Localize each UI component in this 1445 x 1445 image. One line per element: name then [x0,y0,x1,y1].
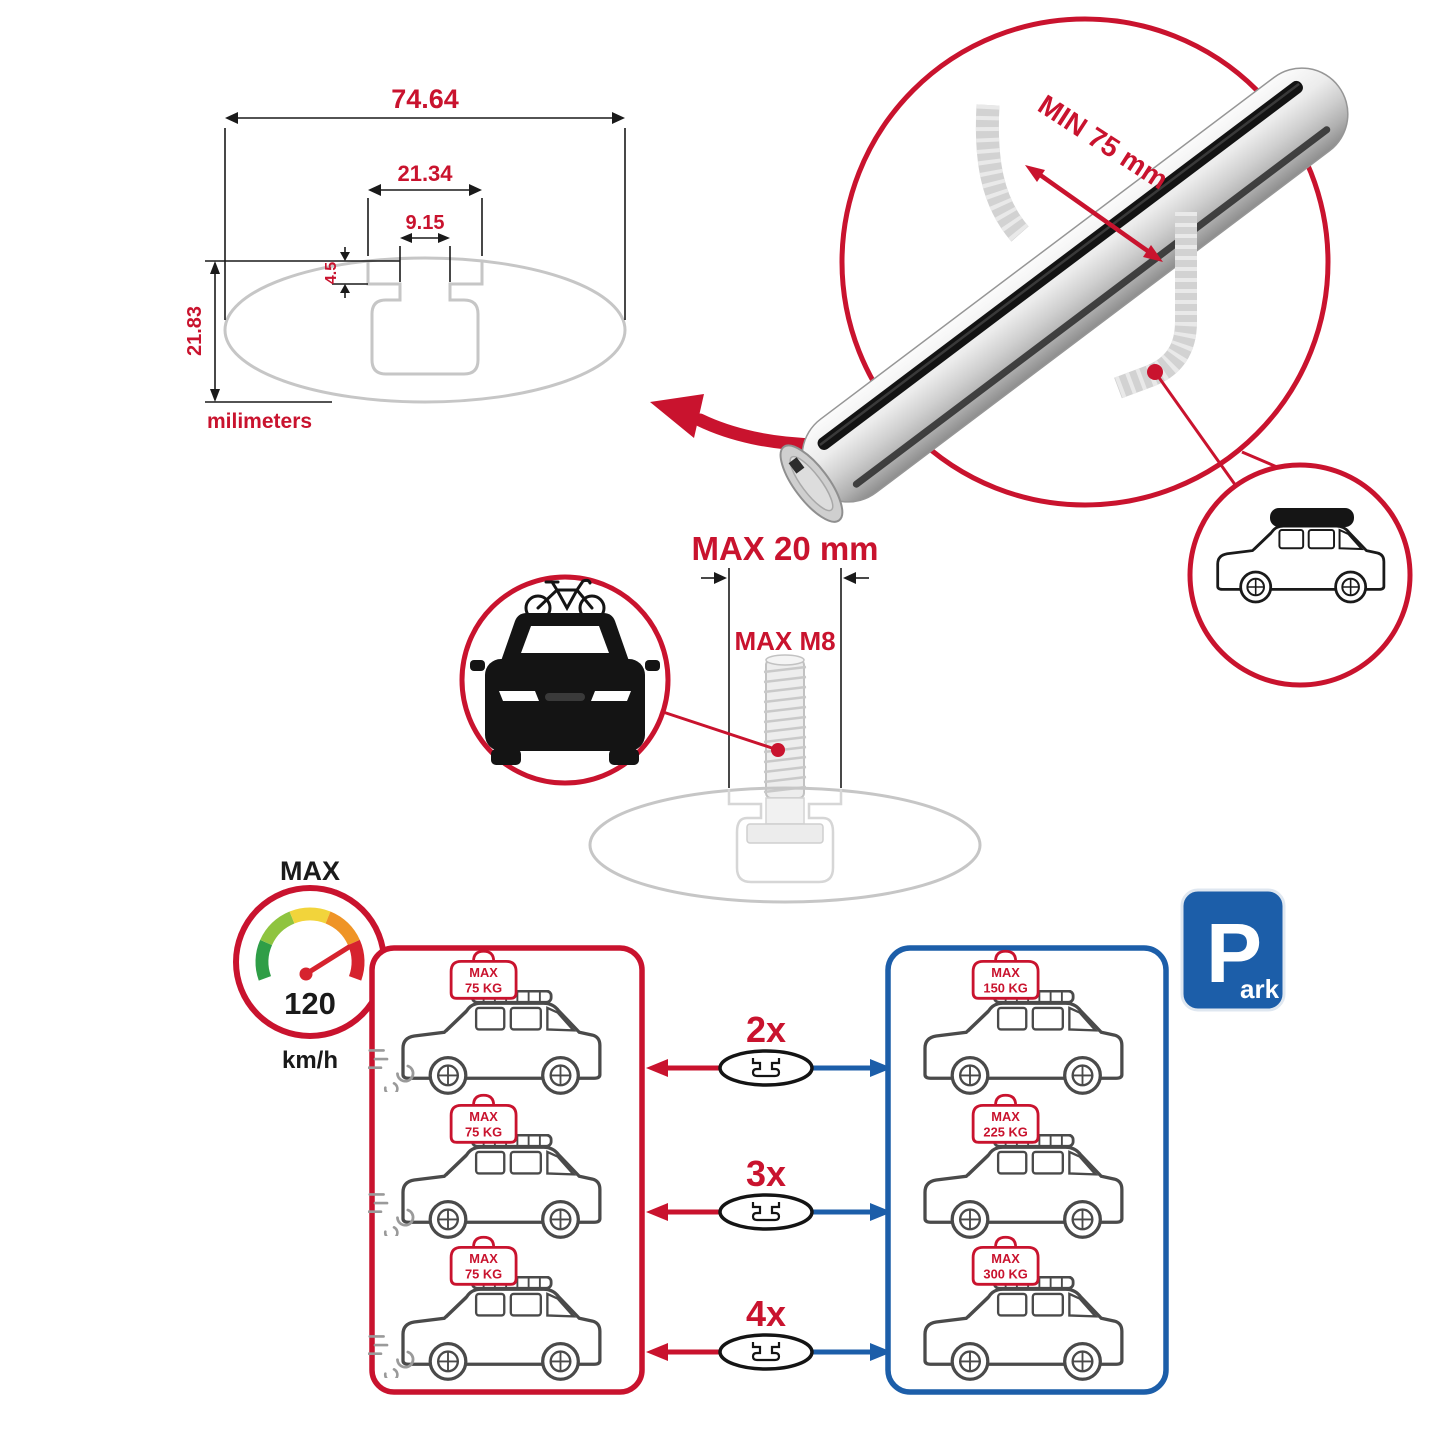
bar-closeup-circle: MIN 75 mm [779,16,1349,523]
crossbar-section-icon [718,1193,814,1231]
load-tag: MAX 75 KG [449,1235,518,1286]
threaded-bolt-icon [763,654,807,799]
bolt-callout-dot [771,743,785,757]
quantity-label: 3x [746,1153,786,1194]
dim-channel-width: 21.34 [367,161,483,256]
dim-total-width: 74.64 [224,84,626,320]
crossbar-section-icon [718,1333,814,1371]
dim-height: 21.83 [184,261,332,403]
load-tag-line1: MAX [991,965,1020,980]
parking-sign: P ark [1180,888,1286,1012]
quantity-row: 4x [646,1293,892,1371]
arrow-right-icon [870,1343,892,1361]
bolt-leader-line [662,710,779,752]
quantity-label: 4x [746,1293,786,1334]
bolt-diagram: MAX 20 mm MAX M8 [588,530,982,904]
load-tag: MAX 225 KG [971,1093,1040,1144]
t-bolt-head-icon [746,823,824,844]
arrow-right-icon [870,1203,892,1221]
driving-car-row: MAX 75 KG [368,1235,602,1381]
parked-panel: MAX 150 KG MAX 225 KG MAX 300 KG [885,945,1169,1395]
load-tag-line2: 75 KG [465,1125,502,1140]
crossbar-ellipse-outline [223,256,627,404]
t-slot-profile-small [727,789,843,884]
speed-gauge-max-label: MAX [280,856,340,886]
suv-roofbox-circle [1187,462,1413,688]
load-tag: MAX 75 KG [449,1093,518,1144]
load-tag-line1: MAX [991,1251,1020,1266]
callout-leader-line [1153,371,1238,487]
load-tag-line2: 225 KG [983,1125,1027,1140]
load-tag-line2: 75 KG [465,981,502,996]
clamp-strap-left-icon [975,104,1029,242]
speed-unit: km/h [282,1047,338,1074]
units-label: milimeters [207,410,312,433]
load-tag-line1: MAX [469,1251,498,1266]
parked-car-row: MAX 150 KG [923,949,1124,1095]
driving-panel: MAX 75 KG MAX 75 KG MAX 75 KG [368,945,645,1395]
quantity-row: 2x [646,1009,892,1087]
parked-car-row: MAX 225 KG [923,1093,1124,1239]
load-tag-line2: 150 KG [983,981,1027,996]
dim-slot-depth: 4.5 [205,247,400,298]
speed-gauge: MAX 120 km/h [233,856,387,1074]
max-grip-label: MAX 20 mm [691,530,878,567]
quantity-label: 2x [746,1009,786,1050]
load-tag-line1: MAX [991,1109,1020,1124]
dim-height-label: 21.83 [184,306,206,356]
parking-sign-letter: P [1206,906,1262,1000]
load-tag-line2: 75 KG [465,1267,502,1282]
gauge-needle-icon [303,944,352,977]
parking-sign-suffix: ark [1240,974,1280,1004]
dim-slot-depth-label: 4.5 [323,262,340,284]
arrow-right-icon [870,1059,892,1077]
load-tag: MAX 300 KG [971,1235,1040,1286]
crossbar-icon [779,67,1349,523]
load-tag-line1: MAX [469,965,498,980]
arrow-left-icon [646,1343,668,1361]
load-tag: MAX 150 KG [971,949,1040,1000]
load-tag-line1: MAX [469,1109,498,1124]
t-slot-profile-outline [366,262,484,376]
load-tag: MAX 75 KG [449,949,518,1000]
roof-box-icon [1270,508,1354,527]
dim-total-width-label: 74.64 [391,84,459,114]
speed-value: 120 [284,986,336,1021]
gauge-arc [255,907,365,981]
bolt-crossbar-section [588,786,982,904]
car-front-icon [470,613,660,765]
arrow-left-icon [646,1059,668,1077]
max-thread-label: MAX M8 [734,626,835,656]
driving-car-row: MAX 75 KG [368,949,602,1095]
crossbar-section-icon [718,1049,814,1087]
parked-car-row: MAX 300 KG [923,1235,1124,1381]
dim-slot-width-label: 9.15 [406,212,445,234]
bike-car-circle [459,574,671,786]
quantity-row: 3x [646,1153,892,1231]
dim-channel-width-label: 21.34 [397,161,453,186]
driving-car-row: MAX 75 KG [368,1093,602,1239]
dim-slot-width: 9.15 [399,212,451,282]
cross-section-diagram: 74.64 21.34 9.15 4.5 [184,84,627,433]
arrow-left-icon [646,1203,668,1221]
load-tag-line2: 300 KG [983,1267,1027,1282]
grip-dimension-bracket [701,568,869,788]
